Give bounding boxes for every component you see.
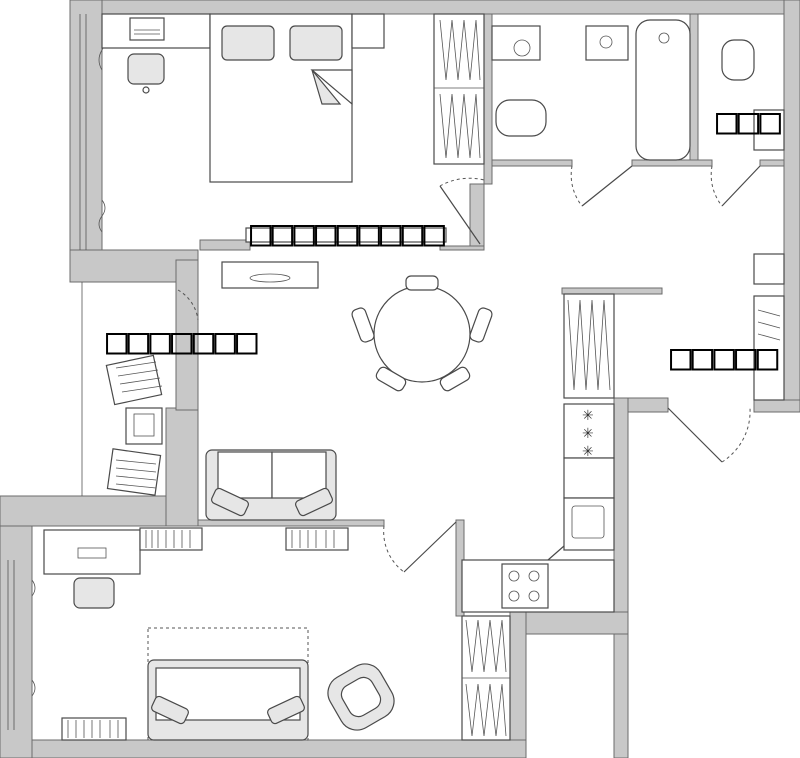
wardrobe xyxy=(433,13,485,165)
bathtub xyxy=(635,19,691,161)
balcony xyxy=(105,354,163,496)
svg-text:✳: ✳ xyxy=(582,408,594,424)
hallway xyxy=(563,253,785,463)
shoe-rack xyxy=(753,253,785,285)
bedroom xyxy=(101,13,485,245)
coat-rack xyxy=(753,295,785,401)
bookshelf xyxy=(139,527,203,551)
pillow-left xyxy=(221,25,275,61)
lounge-chair xyxy=(105,354,163,406)
side-table xyxy=(125,407,163,445)
hallway-label: □□□□□ xyxy=(670,337,779,378)
wc-toilet xyxy=(721,39,755,81)
bathroom-label: □□□ xyxy=(716,101,782,142)
laptop-icon xyxy=(129,17,165,41)
bathroom xyxy=(491,19,785,207)
tv-stand xyxy=(221,261,319,289)
bookshelf-2 xyxy=(285,527,349,551)
balcony-label: □□□□□□□ xyxy=(106,321,258,362)
chair-2 xyxy=(73,577,115,609)
pillow-right xyxy=(289,25,343,61)
living-room xyxy=(177,261,493,521)
bedroom-label: □□□□□□□□□ xyxy=(250,213,446,254)
chair xyxy=(127,53,165,85)
kitchen: ✳ ✳ ✳ xyxy=(461,403,615,613)
second-bedroom xyxy=(43,521,511,741)
wc-sink xyxy=(753,109,785,151)
sink xyxy=(585,25,629,61)
toilet xyxy=(495,99,547,137)
dining-table xyxy=(373,285,471,383)
hob xyxy=(563,403,615,459)
svg-text:✳: ✳ xyxy=(582,444,594,460)
stove xyxy=(501,563,549,609)
svg-text:✳: ✳ xyxy=(582,426,594,442)
shelf-3 xyxy=(61,717,127,741)
windows xyxy=(7,14,106,730)
desk-2 xyxy=(43,529,141,575)
